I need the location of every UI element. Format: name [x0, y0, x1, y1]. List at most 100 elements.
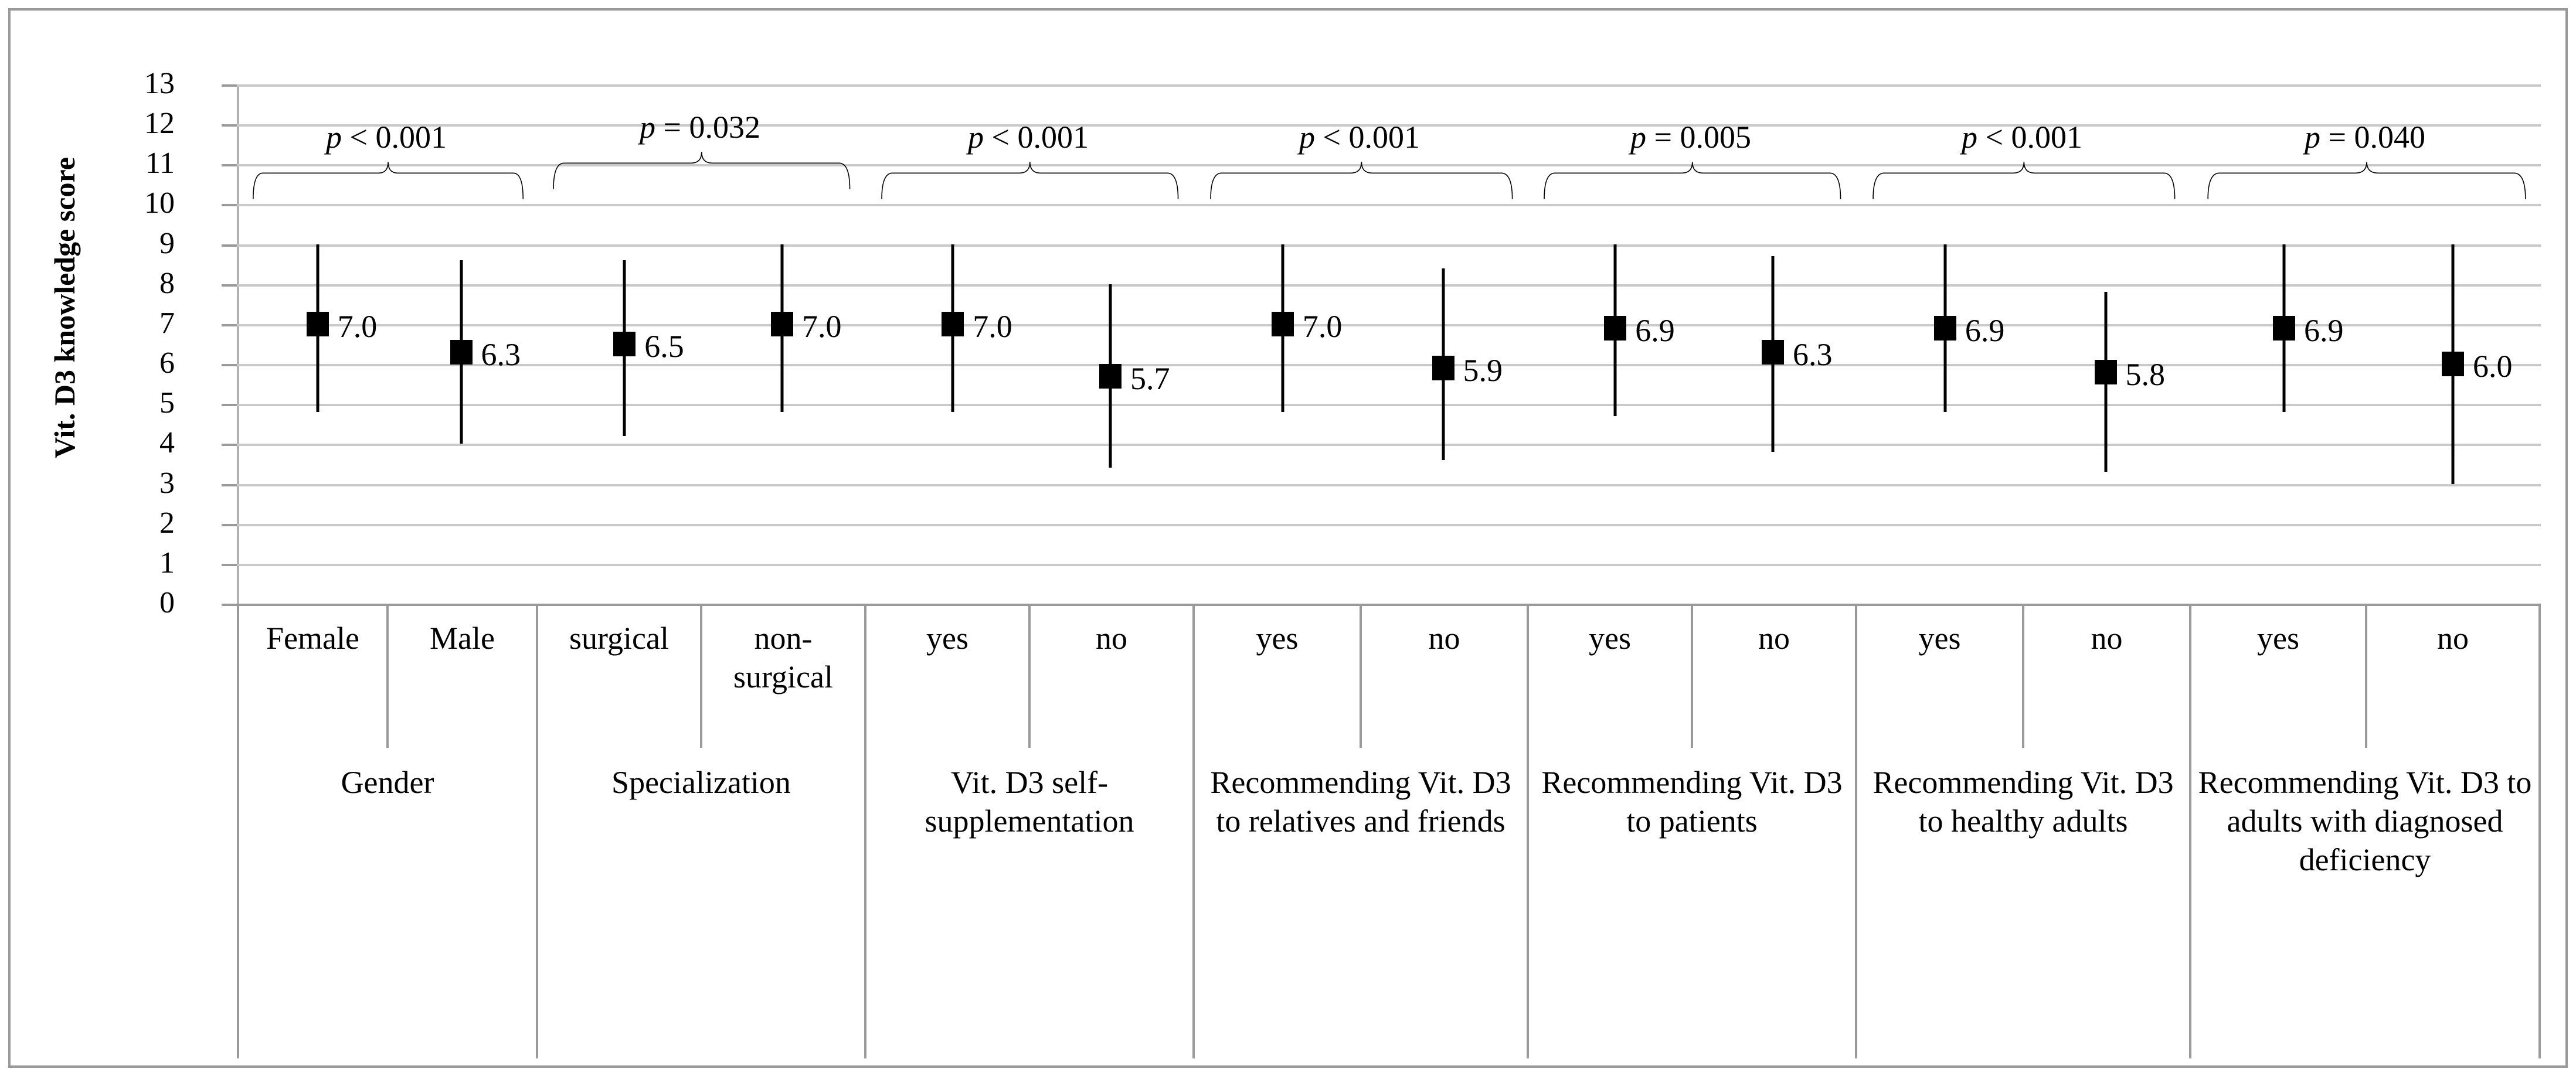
subcategory-label: Female [266, 621, 359, 656]
y-tick-label: 5 [159, 386, 175, 420]
subcategory-cell: Male [386, 604, 536, 748]
data-point-marker [306, 311, 329, 336]
subcategory-cell: yes [1855, 604, 2022, 748]
group-label: Specialization [611, 765, 791, 800]
y-tick-label: 12 [144, 107, 175, 141]
y-tick-label: 2 [159, 506, 175, 540]
significance-brackets: p < 0.001 p = 0.032 p < 0.001 p < 0.001 p = … [237, 84, 2541, 604]
gridline [237, 364, 2541, 367]
y-axis-line [237, 84, 239, 604]
data-point-marker [1271, 311, 1294, 336]
gridline [237, 204, 2541, 207]
y-axis-tick [222, 84, 237, 87]
y-axis-tick [222, 563, 237, 566]
y-axis-tick [222, 324, 237, 326]
significance-bracket [252, 160, 524, 201]
y-tick-label: 1 [159, 546, 175, 580]
y-axis-tick [222, 523, 237, 526]
gridline [237, 164, 2541, 167]
group-label: Recommending Vit. D3 to relatives and fr… [1210, 765, 1511, 839]
y-tick-label: 13 [144, 67, 175, 100]
gridline [237, 124, 2541, 127]
subcategory-label: surgical [569, 621, 669, 656]
significance-bracket [1209, 160, 1514, 201]
subcategory-label: Male [430, 621, 495, 656]
data-point-label: 6.0 [2473, 349, 2513, 384]
group-label: Vit. D3 self-supplementation [925, 765, 1134, 839]
data-point-label: 6.5 [644, 329, 684, 364]
y-axis-tick [222, 204, 237, 207]
group-label-cell: Recommending Vit. D3 to adults with diag… [2189, 748, 2541, 1058]
p-value-label: p = 0.032 [640, 110, 760, 145]
category-table: Female Male surgical non-surgical yes no yes no… [237, 604, 2541, 1058]
subcategory-label: no [2437, 621, 2469, 656]
data-point-label: 7.0 [1302, 308, 1343, 344]
gridline [237, 324, 2541, 326]
p-value-label: p < 0.001 [1299, 120, 1420, 155]
group-label: Recommending Vit. D3 to adults with diag… [2198, 765, 2532, 877]
group-label-cell: Recommending Vit. D3 to patients [1527, 748, 1855, 1058]
gridline [237, 84, 2541, 87]
gridline [237, 563, 2541, 566]
group-label-cell: Recommending Vit. D3 to relatives and fr… [1192, 748, 1527, 1058]
data-point-label: 6.3 [1793, 336, 1833, 372]
group-row: Gender Specialization Vit. D3 self-supplem… [237, 748, 2541, 1058]
data-point-label: 5.7 [1130, 360, 1170, 396]
data-point-marker [2273, 315, 2295, 340]
y-tick-label: 0 [159, 586, 175, 619]
subcategory-label: no [1428, 621, 1460, 656]
group-label: Recommending Vit. D3 to patients [1541, 765, 1843, 839]
p-value-label: p < 0.001 [1962, 120, 2082, 155]
subcategory-cell: no [1028, 604, 1192, 748]
y-tick-label: 11 [145, 147, 175, 181]
subcategory-cell: yes [2189, 604, 2365, 748]
subcategory-label: non-surgical [733, 621, 833, 694]
gridline [237, 244, 2541, 247]
gridline [237, 483, 2541, 486]
y-tick-label: 3 [159, 466, 175, 500]
subcategory-cell: no [1691, 604, 1855, 748]
y-axis-tick [222, 444, 237, 447]
data-point-marker [1604, 315, 1627, 340]
subcategory-row: Female Male surgical non-surgical yes no yes no… [237, 604, 2541, 748]
y-axis-tick [222, 404, 237, 407]
subcategory-label: no [1096, 621, 1127, 656]
data-point-marker [2094, 359, 2117, 384]
subcategory-cell: yes [1527, 604, 1691, 748]
subcategory-label: yes [1589, 621, 1631, 656]
data-point-label: 5.8 [2125, 356, 2166, 392]
subcategory-label: yes [1918, 621, 1961, 656]
group-label-cell: Gender [237, 748, 536, 1058]
significance-bracket [552, 150, 851, 191]
significance-bracket [1872, 160, 2176, 201]
gridline [237, 284, 2541, 287]
data-point-marker [2442, 352, 2464, 377]
subcategory-cell: non-surgical [700, 604, 864, 748]
gridline [237, 404, 2541, 407]
p-value-label: p < 0.001 [326, 120, 447, 155]
y-axis-title: Vit. D3 knowledge score [48, 157, 81, 458]
gridline [237, 444, 2541, 447]
p-value-label: p = 0.005 [1630, 120, 1751, 155]
subcategory-cell: no [2022, 604, 2189, 748]
significance-bracket [881, 160, 1180, 201]
subcategory-cell: no [1360, 604, 1527, 748]
p-value-label: p = 0.040 [2305, 120, 2425, 155]
subcategory-cell: yes [864, 604, 1028, 748]
subcategory-cell: no [2365, 604, 2541, 748]
group-label-cell: Vit. D3 self-supplementation [864, 748, 1192, 1058]
significance-bracket [1543, 160, 1842, 201]
data-point-marker [1762, 339, 1784, 365]
gridline [237, 523, 2541, 526]
data-point-label: 6.9 [2304, 312, 2344, 348]
subcategory-label: no [2091, 621, 2123, 656]
y-tick-label: 9 [159, 226, 175, 260]
y-axis-tick [222, 284, 237, 287]
subcategory-label: no [1758, 621, 1790, 656]
group-label-cell: Specialization [536, 748, 864, 1058]
